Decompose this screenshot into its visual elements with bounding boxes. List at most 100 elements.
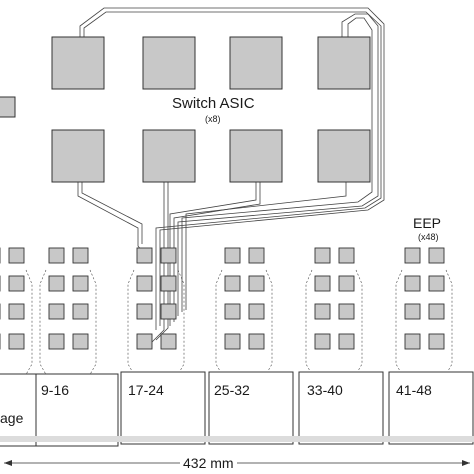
- port-box-label-5: 33-40: [307, 382, 343, 398]
- switch-asic-count: (x8): [205, 114, 221, 124]
- eep-dotted-trace: [215, 269, 225, 379]
- eep-dotted-trace: [395, 269, 405, 379]
- eep-dotted-trace: [175, 269, 185, 379]
- side-chip: [0, 96, 16, 118]
- switch-asic-group: [0, 36, 371, 183]
- eep-chip: [8, 333, 25, 350]
- eep-group: [127, 247, 185, 379]
- port-box-set: [0, 371, 474, 447]
- eep-label: EEP: [413, 215, 442, 231]
- eep-chip: [314, 303, 331, 320]
- eep-chip: [404, 303, 421, 320]
- switch-asic-chip: [51, 129, 105, 183]
- port-box: [298, 371, 384, 445]
- eep-chip: [248, 275, 265, 292]
- eep-chip: [428, 333, 445, 350]
- eep-dotted-trace: [353, 269, 363, 379]
- eep-chip: [136, 303, 153, 320]
- trace: [149, 182, 165, 345]
- trace: [83, 11, 382, 330]
- eep-chip: [338, 333, 355, 350]
- switch-asic-chip: [142, 36, 196, 90]
- eep-dotted-trace: [39, 269, 49, 379]
- port-box: [208, 371, 294, 445]
- port-box: [388, 371, 474, 445]
- eep-count: (x48): [418, 232, 439, 242]
- eep-chip: [224, 303, 241, 320]
- dimension-line: [4, 460, 470, 466]
- eep-dotted-trace: [87, 269, 97, 379]
- trace: [79, 7, 385, 326]
- trace: [81, 182, 143, 244]
- eep-chip: [136, 275, 153, 292]
- trace: [185, 182, 347, 310]
- eep-chip: [338, 303, 355, 320]
- eep-chip: [136, 247, 153, 264]
- eep-chip: [72, 303, 89, 320]
- dimension-arrow-right: [462, 460, 470, 466]
- port-box-label-4: 25-32: [214, 382, 250, 398]
- port-box: [35, 373, 119, 447]
- trace: [173, 182, 261, 322]
- eep-chip: [224, 247, 241, 264]
- trace: [181, 17, 373, 312]
- eep-chip: [8, 275, 25, 292]
- trace: [177, 13, 379, 316]
- eep-group-set: [0, 247, 453, 379]
- eep-chip: [136, 333, 153, 350]
- eep-chip: [160, 247, 177, 264]
- port-box-label-3: 17-24: [128, 382, 164, 398]
- eep-chip: [160, 275, 177, 292]
- eep-chip: [8, 303, 25, 320]
- eep-chip: [160, 333, 177, 350]
- eep-group: [395, 247, 453, 379]
- eep-chip: [314, 275, 331, 292]
- eep-chip: [48, 303, 65, 320]
- eep-dotted-trace: [23, 269, 33, 379]
- port-box: [0, 373, 39, 447]
- switch-asic-label: Switch ASIC: [172, 95, 255, 112]
- eep-chip: [428, 275, 445, 292]
- eep-chip: [428, 247, 445, 264]
- switch-asic-chip: [317, 129, 371, 183]
- switch-asic-chip: [317, 36, 371, 90]
- eep-chip: [314, 247, 331, 264]
- eep-chip: [428, 303, 445, 320]
- eep-group: [305, 247, 363, 379]
- switch-asic-chip: [229, 129, 283, 183]
- eep-group: [0, 247, 33, 379]
- eep-group: [215, 247, 273, 379]
- width-dimension-label: 432 mm: [180, 455, 237, 471]
- eep-chip: [404, 333, 421, 350]
- eep-chip: [338, 275, 355, 292]
- eep-chip: [338, 247, 355, 264]
- eep-chip: [72, 247, 89, 264]
- eep-chip: [72, 333, 89, 350]
- eep-chip: [48, 247, 65, 264]
- eep-group: [39, 247, 97, 379]
- port-box-label-1: age: [0, 410, 24, 426]
- port-box-label-6: 41-48: [396, 382, 432, 398]
- eep-chip: [224, 333, 241, 350]
- trace: [77, 182, 147, 257]
- eep-chip: [248, 333, 265, 350]
- trace: [169, 182, 257, 326]
- eep-chip: [314, 333, 331, 350]
- switch-asic-chip: [229, 36, 283, 90]
- baseline-bar: [0, 436, 474, 442]
- eep-chip: [48, 333, 65, 350]
- trace: [155, 182, 169, 341]
- eep-dotted-trace: [443, 269, 453, 379]
- switch-asic-chip: [51, 36, 105, 90]
- eep-chip: [404, 275, 421, 292]
- port-box: [120, 371, 206, 445]
- port-box-label-2: 9-16: [41, 382, 70, 398]
- eep-chip: [72, 275, 89, 292]
- interconnect-traces: [77, 7, 385, 345]
- eep-dotted-trace: [127, 269, 137, 379]
- eep-dotted-trace: [305, 269, 315, 379]
- eep-chip: [8, 247, 25, 264]
- eep-dotted-trace: [263, 269, 273, 379]
- eep-chip: [248, 303, 265, 320]
